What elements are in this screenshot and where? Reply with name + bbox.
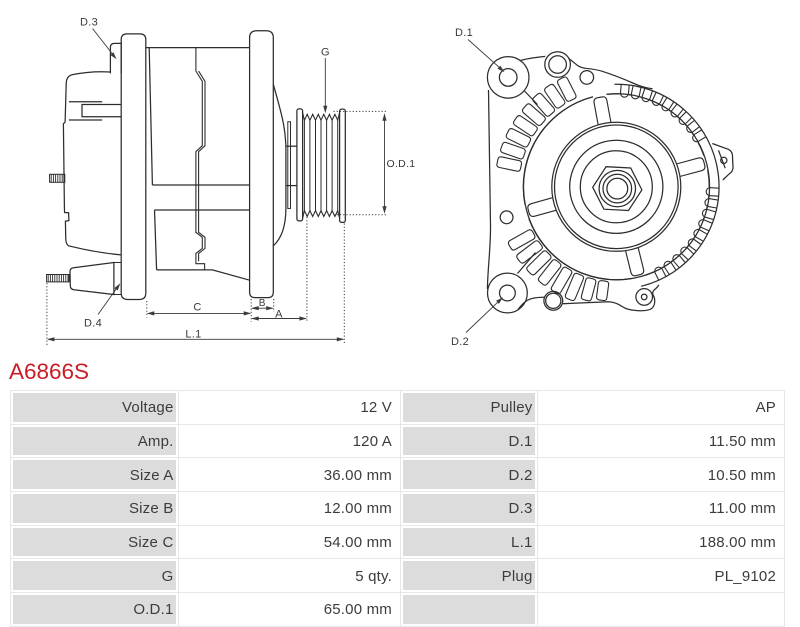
svg-text:G: G [321, 47, 330, 59]
svg-text:C: C [193, 302, 201, 314]
svg-text:D.2: D.2 [451, 336, 469, 348]
svg-text:B: B [259, 298, 266, 309]
svg-text:D.3: D.3 [80, 17, 98, 29]
svg-text:A: A [275, 309, 283, 321]
svg-text:L.1: L.1 [185, 328, 201, 340]
svg-text:O.D.1: O.D.1 [387, 158, 416, 170]
svg-text:D.4: D.4 [84, 318, 102, 330]
svg-text:D.1: D.1 [455, 27, 473, 39]
